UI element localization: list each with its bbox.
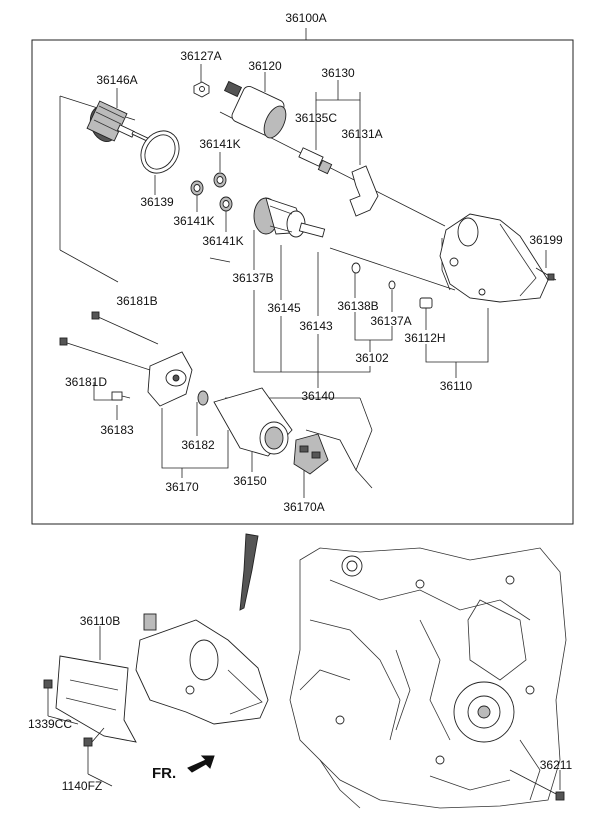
label-36183: 36183 xyxy=(100,423,134,437)
part-36112h-bushing xyxy=(419,297,433,309)
label-36127a: 36127A xyxy=(180,49,221,63)
part-36183-screw xyxy=(111,391,131,401)
label-36137b: 36137B xyxy=(232,271,273,285)
label-36112h: 36112H xyxy=(404,331,445,345)
starter-motor-installed xyxy=(135,613,269,725)
part-36146a-armature xyxy=(86,100,151,143)
part-1140fz-bolt xyxy=(83,727,105,774)
part-36181d-through-bolt xyxy=(59,337,151,371)
part-36140-drive-clutch xyxy=(253,197,326,238)
front-direction-label: FR. xyxy=(152,765,176,782)
label-36140: 36140 xyxy=(301,389,335,403)
label-36181b: 36181B xyxy=(116,294,157,308)
part-36199-bolt xyxy=(535,267,557,281)
part-36181b-through-bolt xyxy=(91,311,159,345)
label-36170: 36170 xyxy=(165,480,199,494)
leader-lines xyxy=(59,64,547,498)
part-36131a-lever xyxy=(349,165,379,217)
label-36170a: 36170A xyxy=(283,500,324,514)
label-36102: 36102 xyxy=(355,351,389,365)
label-36181d: 36181D xyxy=(65,375,107,389)
label-36120: 36120 xyxy=(248,59,282,73)
label-36145: 36145 xyxy=(267,301,301,315)
label-36110: 36110 xyxy=(440,379,473,393)
label-36138b: 36138B xyxy=(337,299,378,313)
label-36137a: 36137A xyxy=(370,314,411,328)
part-36135c-plunger xyxy=(298,147,333,175)
label-36141k-bottom: 36141K xyxy=(202,234,243,248)
assembly-label: 36100A xyxy=(285,11,326,25)
label-36211: 36211 xyxy=(540,758,573,772)
label-36143: 36143 xyxy=(299,319,333,333)
part-36150-yoke xyxy=(213,387,293,457)
part-1339cc-bolt xyxy=(43,679,53,716)
part-36139-ring xyxy=(140,130,180,174)
part-36127a-nut xyxy=(193,81,210,98)
part-36170a-brush-holder xyxy=(293,433,329,475)
part-36110-housing xyxy=(439,213,549,303)
part-36141k-bushings xyxy=(190,172,233,212)
assembly-frame xyxy=(31,39,574,525)
front-direction-arrow-icon xyxy=(187,755,215,773)
label-36110b: 36110B xyxy=(80,614,120,628)
label-36131a: 36131A xyxy=(341,127,382,141)
part-36211-bolt xyxy=(509,769,565,801)
label-36182: 36182 xyxy=(181,438,215,452)
label-36139: 36139 xyxy=(140,195,174,209)
engine-block-illustration xyxy=(239,533,567,809)
label-36141k-mid: 36141K xyxy=(173,214,214,228)
part-36182-bushing xyxy=(197,390,209,406)
part-36170-end-cover xyxy=(147,351,193,407)
label-1339cc: 1339CC xyxy=(28,717,72,731)
label-36130: 36130 xyxy=(321,66,355,80)
part-36138b-ring xyxy=(351,262,361,274)
part-36110b-heat-shield xyxy=(55,655,137,743)
label-1140fz: 1140FZ xyxy=(62,779,102,793)
bottom-leader-lines xyxy=(47,626,113,787)
label-36135c: 36135C xyxy=(295,111,337,125)
label-36150: 36150 xyxy=(233,474,267,488)
part-36137a-clip xyxy=(388,280,396,290)
label-36199: 36199 xyxy=(529,233,563,247)
label-36141k-top: 36141K xyxy=(199,137,240,151)
part-36120-solenoid xyxy=(223,80,287,139)
label-36146a: 36146A xyxy=(96,73,137,87)
